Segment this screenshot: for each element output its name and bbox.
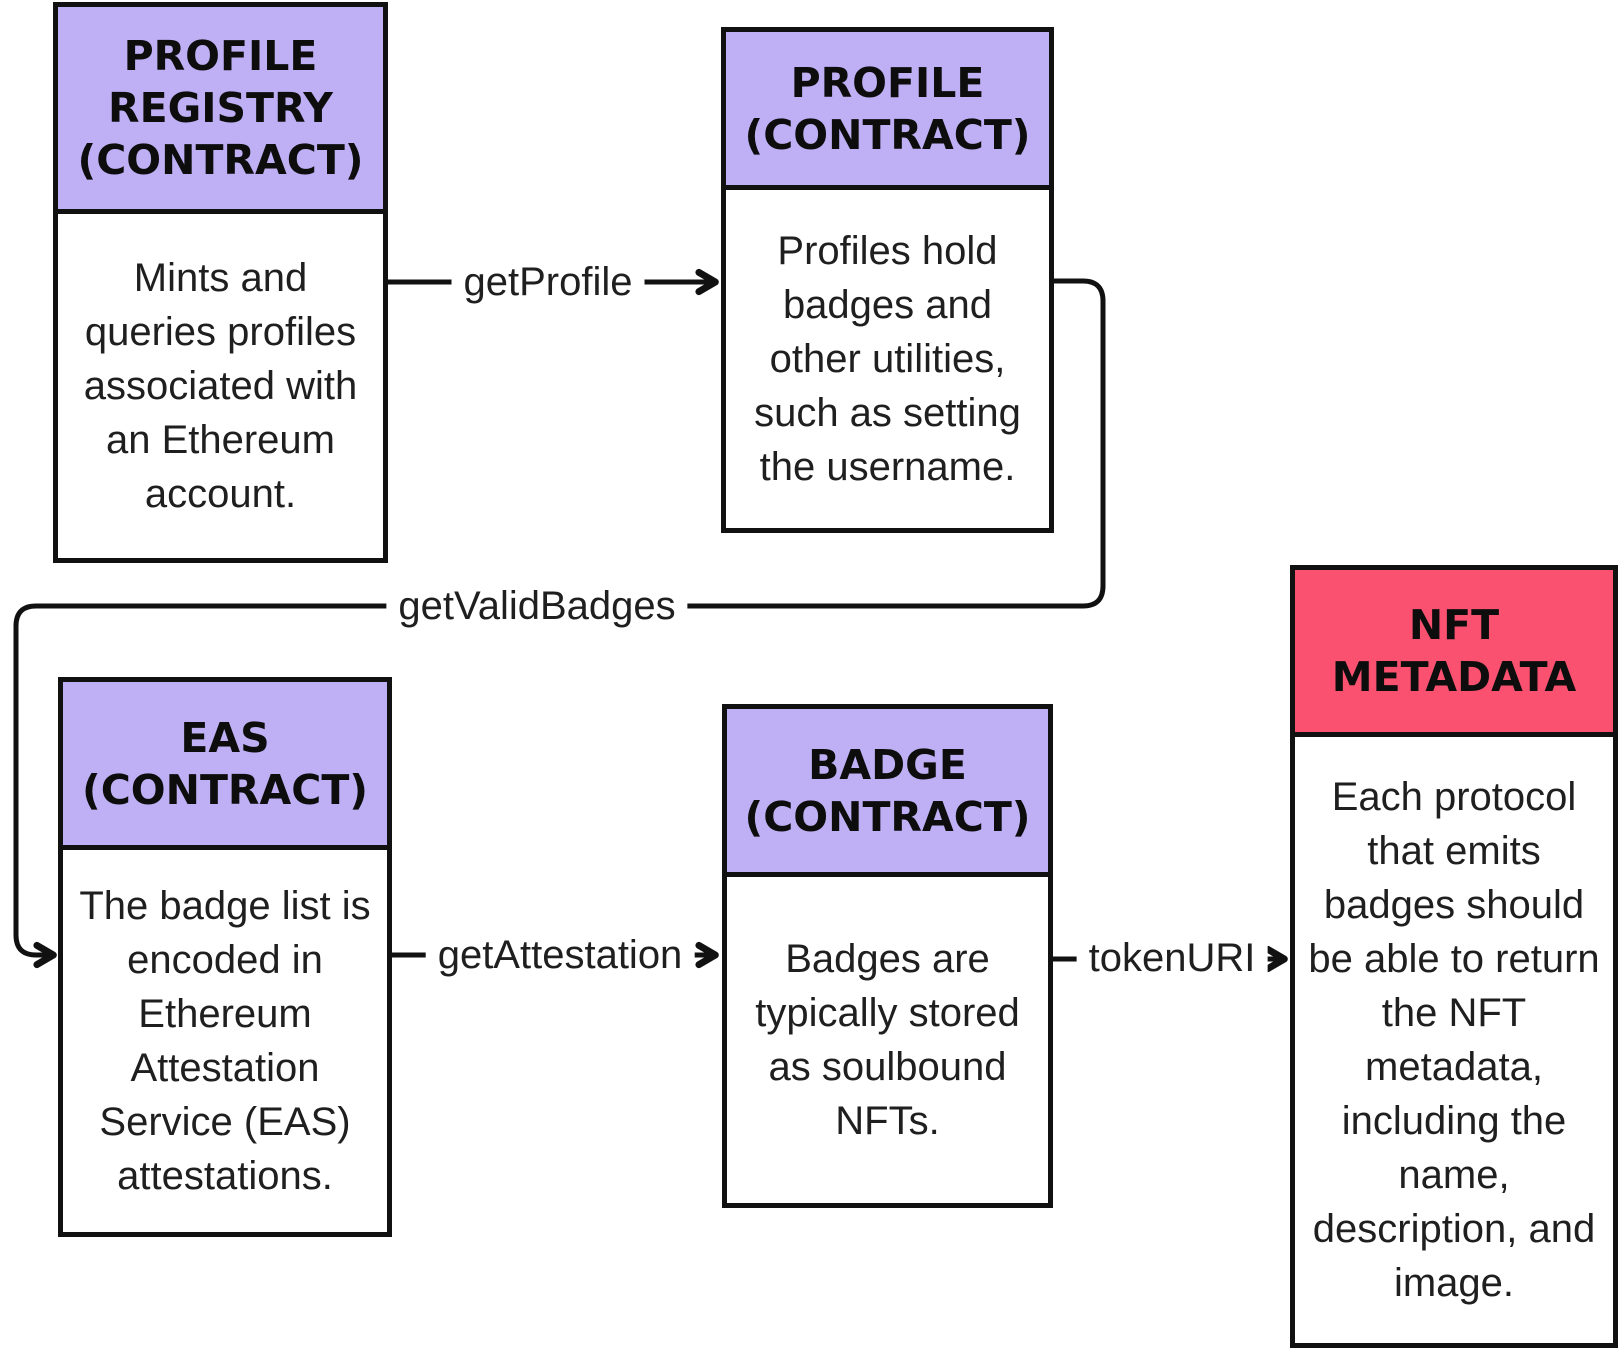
profile-body: Profiles hold badges and other utilities…	[754, 229, 1021, 489]
get-profile-label: getProfile	[451, 258, 645, 306]
badge-header: BADGE (CONTRACT)	[727, 709, 1048, 877]
badge-box: BADGE (CONTRACT) Badges are typically st…	[722, 704, 1053, 1208]
badge-body: Badges are typically stored as soulbound…	[755, 937, 1020, 1143]
profile-registry-header: PROFILE REGISTRY (CONTRACT)	[58, 7, 383, 214]
eas-body: The badge list is encoded in Ethereum At…	[79, 884, 371, 1198]
eas-box: EAS (CONTRACT) The badge list is encoded…	[58, 677, 392, 1237]
nft-metadata-box: NFT METADATA Each protocol that emits ba…	[1290, 565, 1618, 1348]
profile-registry-body: Mints and queries profiles associated wi…	[83, 256, 358, 516]
nft-metadata-header: NFT METADATA	[1295, 570, 1613, 737]
profile-registry-box: PROFILE REGISTRY (CONTRACT) Mints and qu…	[53, 2, 388, 563]
eas-header: EAS (CONTRACT)	[63, 682, 387, 850]
get-attestation-label: getAttestation	[425, 931, 695, 979]
token-uri-label: tokenURI	[1076, 934, 1268, 982]
profile-header: PROFILE (CONTRACT)	[726, 32, 1049, 190]
get-valid-badges-label: getValidBadges	[386, 582, 688, 630]
profile-box: PROFILE (CONTRACT) Profiles hold badges …	[721, 27, 1054, 533]
nft-metadata-body: Each protocol that emits badges should b…	[1308, 775, 1600, 1305]
